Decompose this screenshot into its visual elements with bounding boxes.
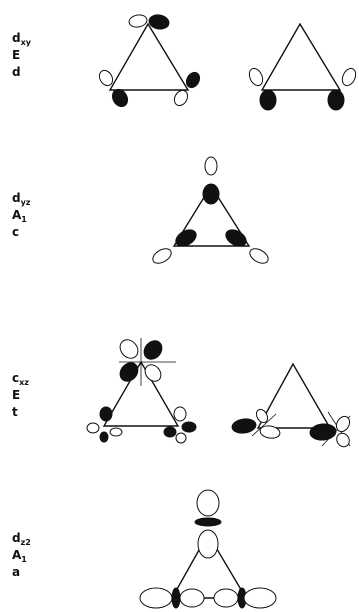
- lobe-light: [86, 422, 100, 434]
- letter-label: a: [12, 565, 21, 579]
- orbital-label: dz2: [12, 531, 31, 547]
- lobe-light: [213, 588, 239, 608]
- orbital-label: dyz: [12, 191, 31, 207]
- lobe-dark: [143, 340, 163, 360]
- letter-label: d: [12, 65, 21, 79]
- dyz-triangle: [152, 156, 269, 264]
- lobe-dark: [309, 423, 337, 441]
- lobe-light: [341, 67, 357, 87]
- label-block-dz2: dz2 A1 a: [12, 530, 31, 581]
- lobe-light: [128, 14, 148, 28]
- triangle-edges: [172, 184, 251, 247]
- lobe-dark: [181, 421, 197, 433]
- orbital-label: cxz: [12, 371, 29, 387]
- triangle-edges: [102, 360, 180, 427]
- dz2-triangle: [139, 489, 277, 609]
- triangle-edges: [170, 532, 248, 599]
- lobe-light: [259, 425, 281, 439]
- lobe-dark: [202, 183, 220, 205]
- lobe-dark: [99, 431, 109, 443]
- symmetry-label: A1: [12, 208, 27, 224]
- lobe-light: [175, 432, 187, 444]
- lobe-light: [139, 587, 173, 609]
- lobe-light: [144, 364, 162, 382]
- dxz-triangle-left: [86, 338, 197, 444]
- letter-label: c: [12, 225, 20, 239]
- label-block-dxy: dxy E d: [12, 30, 31, 81]
- lobe-dark: [327, 89, 345, 111]
- letter-label: t: [12, 405, 18, 419]
- triangle-edges: [256, 362, 332, 429]
- lobe-dark: [175, 229, 197, 247]
- lobe-dark: [163, 426, 177, 438]
- symmetry-label: E: [12, 48, 21, 62]
- triangle-edges: [108, 22, 190, 91]
- lobe-dark: [231, 418, 257, 434]
- lobe-dark: [185, 71, 201, 89]
- axis-line: [251, 413, 277, 437]
- lobe-light: [173, 89, 189, 107]
- lobe-light: [204, 156, 218, 176]
- lobe-light: [109, 427, 123, 437]
- lobe-light: [179, 588, 205, 608]
- lobe-light: [197, 529, 219, 559]
- symmetry-label: A1: [12, 548, 27, 564]
- lobe-dark: [225, 229, 247, 247]
- torus-dark: [194, 517, 222, 527]
- lobe-dark: [119, 362, 139, 382]
- lobe-light: [255, 408, 269, 424]
- lobe-dark: [111, 88, 129, 108]
- lobe-light: [98, 69, 114, 87]
- lobe-dark: [148, 14, 170, 30]
- lobe-light: [249, 248, 269, 264]
- lobe-light: [248, 67, 264, 87]
- lobe-light: [335, 415, 351, 433]
- lobe-light: [152, 248, 172, 264]
- lobe-light: [173, 406, 187, 422]
- label-block-dyz: dyz A1 c: [12, 190, 30, 241]
- label-block-dxz: cxz E t: [12, 370, 29, 421]
- torus-dark: [171, 587, 181, 609]
- triangle-edges: [260, 22, 342, 91]
- lobe-light: [119, 339, 139, 359]
- symmetry-label: E: [12, 388, 21, 402]
- lobe-light: [196, 489, 220, 517]
- lobe-light: [336, 432, 350, 448]
- lobe-dark: [99, 406, 113, 422]
- orbital-label: dxy: [12, 31, 31, 47]
- dxz-triangle-right: [231, 362, 351, 448]
- lobe-dark: [259, 89, 277, 111]
- dxy-triangle-right: [248, 22, 357, 111]
- dxy-triangle-left: [98, 14, 201, 108]
- lobe-light: [243, 587, 277, 609]
